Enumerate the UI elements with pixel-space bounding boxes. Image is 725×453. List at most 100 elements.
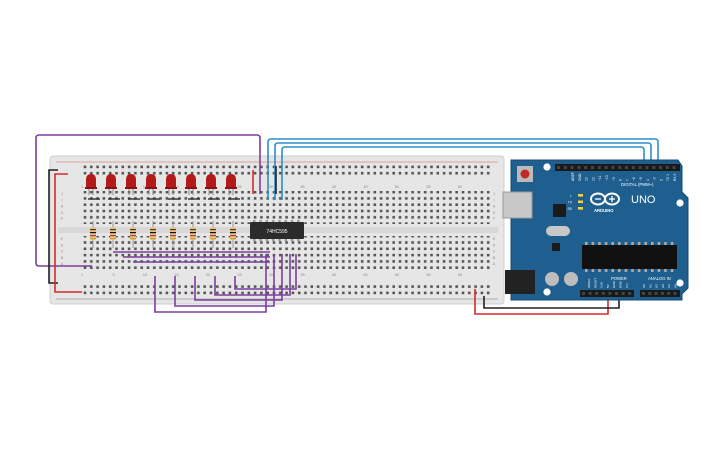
resistor-4[interactable] [150, 221, 156, 248]
led-4[interactable] [145, 174, 157, 195]
row-letter: B [493, 256, 496, 260]
digital-pin-label: ~6 [632, 177, 636, 181]
power-pin-label: 5V [606, 283, 610, 288]
column-number-bottom: 15 [174, 273, 178, 277]
purple-wire-b [174, 254, 275, 307]
row-letter: D [493, 243, 496, 247]
led-1[interactable] [85, 174, 97, 195]
power-header-label: POWER [611, 276, 627, 281]
resistor-5[interactable] [170, 221, 176, 248]
column-number-top: 55 [426, 185, 430, 189]
power-pin-label: IOREF [587, 278, 591, 288]
row-letter: F [493, 217, 495, 221]
usb-chip [553, 204, 566, 217]
led-8[interactable] [225, 174, 237, 195]
digital-pin-label: ~3 [653, 177, 657, 181]
row-letter: G [61, 211, 64, 215]
column-number-top: 25 [237, 185, 241, 189]
column-number-top: 30 [269, 185, 273, 189]
board-led-label: TX [568, 201, 573, 205]
led-5[interactable] [165, 174, 177, 195]
column-number-bottom: 20 [206, 273, 210, 277]
column-number-top: 60 [458, 185, 462, 189]
brand-label: ARDUINO [594, 208, 614, 213]
digital-pin-label: AREF [571, 172, 575, 181]
digital-pin-label: ~9 [612, 177, 616, 181]
purple-wire-c [194, 254, 283, 301]
breadboard: 1155101015152020252530303535404045455050… [49, 155, 505, 305]
row-letter: H [493, 205, 496, 209]
led-7[interactable] [205, 174, 217, 195]
usb-port [502, 191, 533, 219]
red-wire-power [474, 289, 609, 315]
row-letter: A [61, 262, 64, 266]
analog-pin-label: A3 [661, 284, 665, 288]
digital-pin-label: GND [578, 173, 582, 181]
row-letter: D [61, 243, 64, 247]
power-pin-label: GND [619, 280, 623, 288]
row-letter: F [61, 217, 63, 221]
regulator [552, 243, 560, 251]
capacitor-1 [545, 272, 559, 286]
analog-pin-label: A0 [642, 284, 646, 288]
resistor-7[interactable] [210, 221, 216, 248]
purple-wire-e [234, 254, 297, 290]
row-letter: E [493, 237, 496, 241]
blue-wire-2 [274, 142, 652, 200]
analog-pin-label: A5 [674, 284, 678, 288]
column-number-bottom: 30 [269, 273, 273, 277]
led-6[interactable] [185, 174, 197, 195]
analog-header-label: ANALOG IN [648, 276, 671, 281]
row-letter: G [493, 211, 496, 215]
led-2[interactable] [105, 174, 117, 195]
digital-pin-label: 7 [625, 179, 629, 181]
column-number-bottom: 1 [81, 273, 83, 277]
capacitor-2 [564, 272, 578, 286]
digital-pin-label: TX 1 [666, 174, 670, 181]
digital-header [555, 164, 680, 171]
row-letter: A [493, 262, 496, 266]
resistor-1[interactable] [90, 221, 96, 248]
board-led-label: RX [568, 207, 573, 211]
resistor-group [90, 221, 236, 248]
digital-pin-label: ~11 [598, 175, 602, 181]
row-letter: B [61, 256, 64, 260]
model-label: UNO [631, 194, 656, 206]
digital-pin-label: 2 [659, 179, 663, 181]
digital-header-label: DIGITAL (PWM~) [621, 182, 654, 187]
row-letter: C [61, 250, 64, 254]
power-pin-label: GND [612, 280, 616, 288]
led-3[interactable] [125, 174, 137, 195]
resistor-8[interactable] [230, 221, 236, 248]
resistor-2[interactable] [110, 221, 116, 248]
bottom-power-rail [56, 284, 498, 300]
top-power-rail [56, 161, 498, 176]
blue-wire-3 [281, 146, 645, 200]
board-led-label: L [570, 194, 572, 198]
column-number-top: 35 [300, 185, 304, 189]
resistor-6[interactable] [190, 221, 196, 248]
board-status-leds: L TX RX [568, 194, 583, 211]
arduino-uno-board[interactable]: UNO ARDUINO DIGITAL (PWM~) POWER ANALOG … [502, 159, 689, 301]
column-number-bottom: 25 [237, 273, 241, 277]
atmega-chip [582, 245, 677, 269]
column-number-bottom: 60 [458, 273, 462, 277]
analog-pin-label: A4 [667, 284, 671, 288]
column-number-bottom: 35 [300, 273, 304, 277]
reset-button[interactable] [517, 166, 533, 182]
purple-wire-loop [35, 134, 261, 267]
analog-pin-label: A2 [655, 284, 659, 288]
column-number-bottom: 5 [112, 273, 114, 277]
power-pin-label: 3.3V [600, 281, 604, 288]
analog-header [640, 290, 680, 297]
shift-register-chip[interactable]: 74HC595 [250, 220, 304, 241]
row-letter: C [493, 250, 496, 254]
terminal-strip-top [80, 191, 490, 224]
arduino-logo [590, 192, 620, 206]
chip-label: 74HC595 [266, 229, 287, 235]
resistor-3[interactable] [130, 221, 136, 248]
power-header [580, 290, 634, 297]
purple-wire-a [154, 254, 267, 313]
crystal [546, 226, 570, 236]
